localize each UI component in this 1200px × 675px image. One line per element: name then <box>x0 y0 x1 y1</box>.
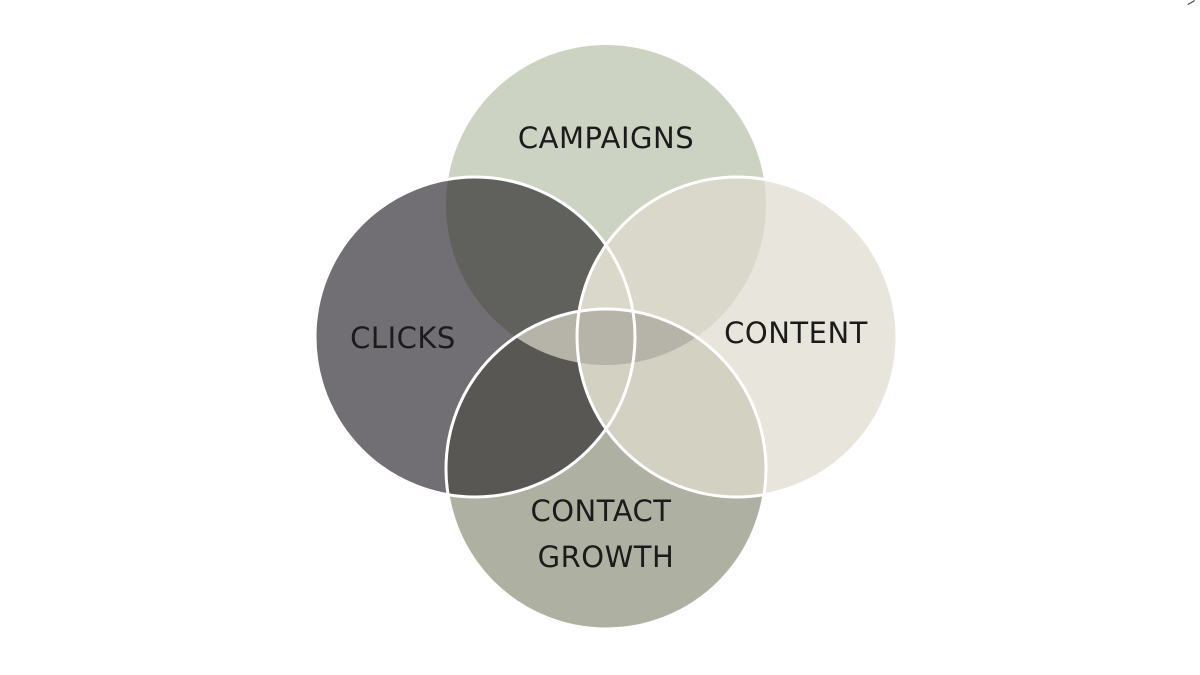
label-content: CONTENT <box>724 316 868 350</box>
outline-clicks <box>313 175 637 499</box>
label-clicks: CLICKS <box>350 321 456 355</box>
label-campaigns: CAMPAIGNS <box>518 121 694 155</box>
label-contact-line1: CONTACT <box>530 494 671 528</box>
outline-content <box>575 175 899 499</box>
label-contact-line2: GROWTH <box>538 540 675 574</box>
outline-contact-growth <box>444 307 768 631</box>
